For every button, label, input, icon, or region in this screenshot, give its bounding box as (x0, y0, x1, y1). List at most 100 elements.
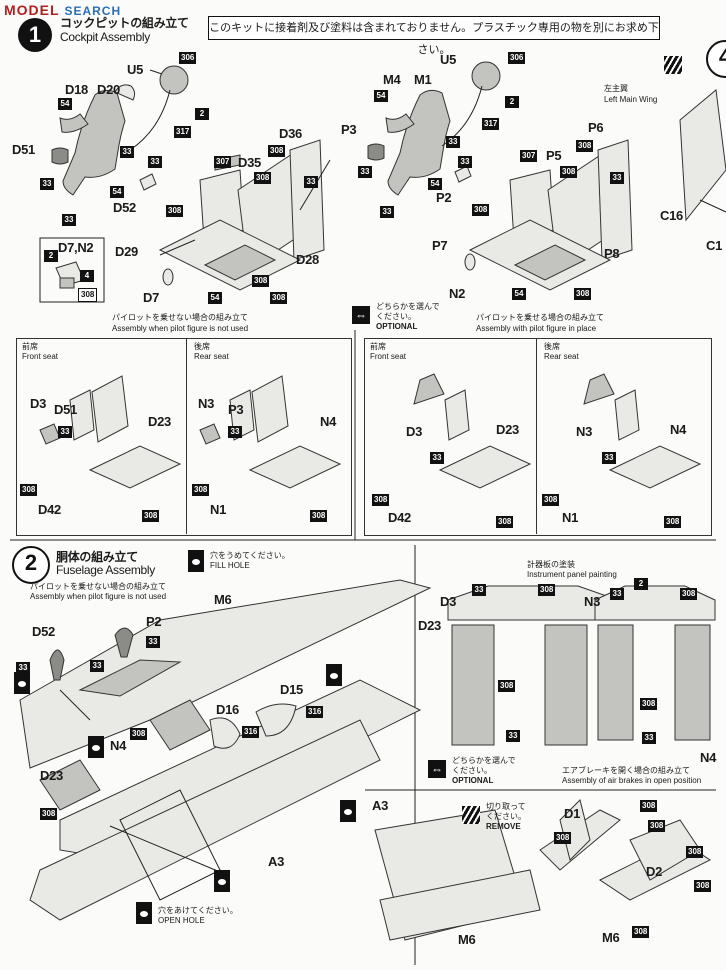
color-306: 306 (179, 52, 197, 64)
part-label-u5-right: U5 (440, 52, 457, 67)
panel-3-jp: 前席 (370, 342, 386, 351)
step-2-title-jp: 胴体の組み立て (56, 550, 138, 564)
color-308g: 308 (560, 166, 578, 178)
color-316: 316 (242, 726, 260, 738)
optional-arrow-icon-2: ⇔ (428, 760, 446, 778)
panel-3-d23: D23 (496, 422, 519, 437)
color-308q: 308 (542, 494, 560, 506)
panel-4-jp: 後席 (544, 342, 560, 351)
fill-hole-marker-2 (88, 736, 104, 758)
color-33p: 33 (146, 636, 160, 648)
open-hole-icon (136, 902, 152, 924)
part-label-p7: P7 (432, 238, 448, 253)
part-label-p2: P2 (436, 190, 452, 205)
caption-left-en: Assembly when pilot figure is not used (112, 324, 249, 333)
part-label-d36: D36 (279, 126, 302, 141)
part-label-d35: D35 (238, 155, 261, 170)
left-wing-jp: 左主翼 (604, 84, 628, 93)
color-2d: 2 (634, 578, 648, 590)
optional-arrow-icon: ⇔ (352, 306, 370, 324)
color-308u: 308 (538, 584, 556, 596)
color-308p: 308 (496, 516, 514, 528)
color-33g: 33 (358, 166, 372, 178)
open-hole-en: OPEN HOLE (158, 916, 205, 925)
optional-jp-1: どちらかを選んで (376, 302, 440, 311)
color-2c: 2 (505, 96, 519, 108)
cut-off-icon (462, 806, 480, 824)
step-1-title-jp: コックピットの組み立て (60, 16, 189, 30)
color-33m: 33 (430, 452, 444, 464)
instrument-en: Instrument panel painting (527, 570, 617, 579)
caption-right-jp: パイロットを乗せる場合の組み立て (476, 313, 604, 322)
part-label-d20: D20 (97, 82, 120, 97)
color-308b: 308 (268, 145, 286, 157)
panel-2-n1: N1 (210, 502, 227, 517)
color-308w: 308 (498, 680, 516, 692)
part-label-d28: D28 (296, 252, 319, 267)
panel-4-n1: N1 (562, 510, 579, 525)
part-label-d51: D51 (12, 142, 35, 157)
color-2b: 2 (44, 250, 58, 262)
color-33i: 33 (380, 206, 394, 218)
color-316b: 316 (306, 706, 324, 718)
part-label-p8: P8 (604, 246, 620, 261)
color-308d: 308 (252, 275, 270, 287)
color-33q: 33 (90, 660, 104, 672)
color-33r: 33 (472, 584, 486, 596)
color-33e: 33 (304, 176, 318, 188)
step-2-d52: D52 (32, 624, 55, 639)
color-308: 308 (254, 172, 272, 184)
instrument-jp: 計器板の塗装 (527, 560, 575, 569)
color-317: 317 (174, 126, 192, 138)
panel-1-en: Front seat (22, 352, 59, 361)
step-2-d15: D15 (280, 682, 303, 697)
part-label-d52: D52 (113, 200, 136, 215)
cut-off-jp: 切り取って (486, 802, 526, 811)
color-33t: 33 (506, 730, 520, 742)
part-label-m4: M4 (383, 72, 401, 87)
color-54d: 54 (374, 90, 388, 102)
optional2-jp-1: どちらかを選んで (452, 756, 516, 765)
watermark-logo: MODEL SEARCH (4, 2, 122, 18)
fill-hole-marker-1 (14, 672, 30, 694)
cut-off-en: REMOVE (486, 822, 521, 831)
color-33h: 33 (458, 156, 472, 168)
color-33d: 33 (62, 214, 76, 226)
color-308k: 308 (20, 484, 38, 496)
step-2-number: 2 (12, 546, 50, 584)
color-308x: 308 (640, 698, 658, 710)
color-308n: 308 (310, 510, 328, 522)
color-2: 2 (195, 108, 209, 120)
color-33l: 33 (228, 426, 242, 438)
color-308r: 308 (664, 516, 682, 528)
panel-group-pilot (364, 338, 712, 536)
left-wing-en: Left Main Wing (604, 95, 658, 104)
color-307: 307 (214, 156, 232, 168)
color-33f: 33 (446, 136, 460, 148)
color-33o: 33 (16, 662, 30, 674)
instrument-d23: D23 (418, 618, 441, 633)
airbrake-d1: D1 (564, 806, 581, 821)
part-label-d7: D7 (143, 290, 160, 305)
color-308m: 308 (192, 484, 210, 496)
color-308l: 308 (142, 510, 160, 522)
airbrake-a3: A3 (372, 798, 389, 813)
open-hole-jp: 穴をあけてください。 (158, 906, 238, 915)
panel-2-n4: N4 (320, 414, 337, 429)
color-317b: 317 (482, 118, 500, 130)
open-hole-marker-1 (214, 870, 230, 892)
color-33s: 33 (610, 588, 624, 600)
instrument-n3: N3 (584, 594, 601, 609)
step-2-a3: A3 (268, 854, 285, 869)
color-308t: 308 (40, 808, 58, 820)
part-label-u5: U5 (127, 62, 144, 77)
airbrake-d2: D2 (646, 864, 663, 879)
panel-3-en: Front seat (370, 352, 407, 361)
panel-3-d42: D42 (388, 510, 411, 525)
instrument-d3: D3 (440, 594, 457, 609)
part-label-m1: M1 (414, 72, 432, 87)
step-2-d16: D16 (216, 702, 239, 717)
step-2-d23: D23 (40, 768, 63, 783)
panel-divider-1 (186, 338, 187, 534)
notice-box: このキットに接着剤及び塗料は含まれておりません。プラスチック専用の物を別にお求め… (208, 16, 660, 56)
